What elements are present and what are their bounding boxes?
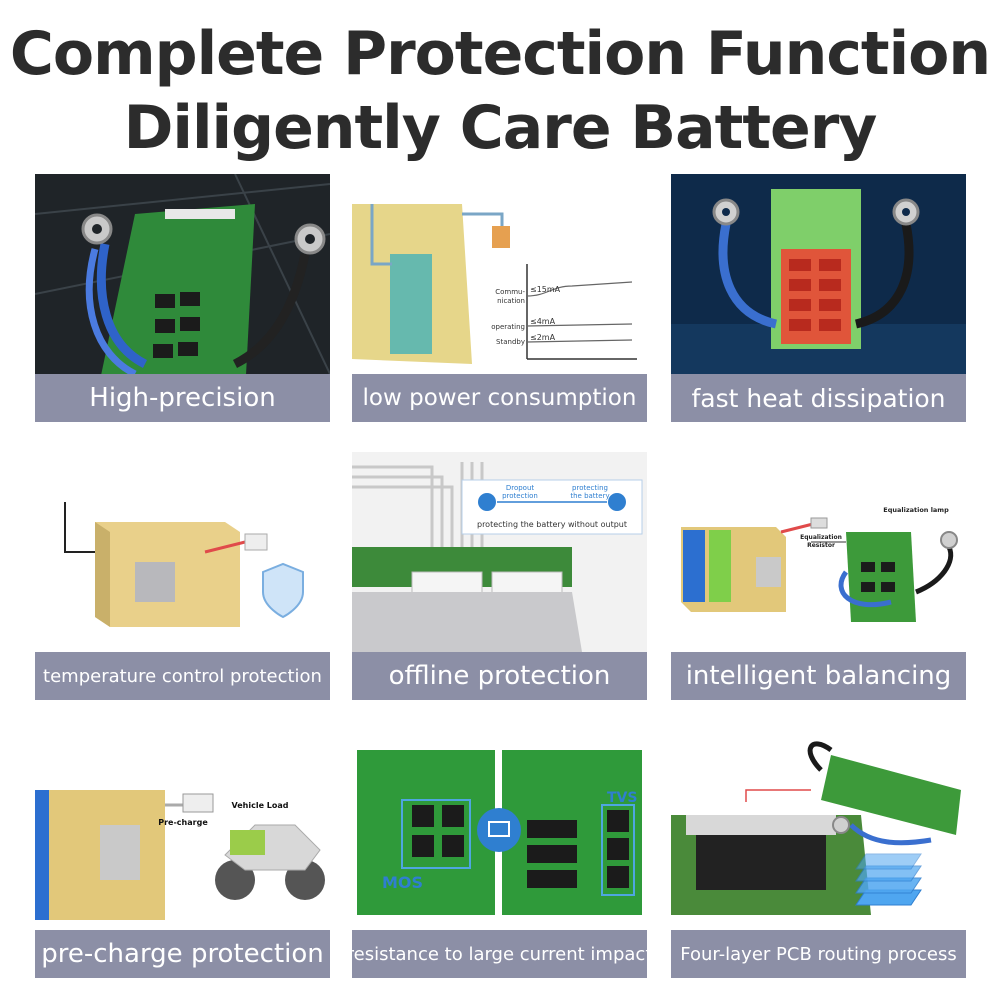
feature-tile-intelligent-balancing: Equalization lamp Equalization Resistor … bbox=[671, 452, 966, 700]
caption: High-precision bbox=[35, 374, 330, 422]
feature-tile-low-power: Commu- nication operating Standby ≤15mA … bbox=[352, 174, 647, 422]
svg-text:Resistor: Resistor bbox=[807, 542, 835, 549]
svg-text:Vehicle Load: Vehicle Load bbox=[231, 801, 288, 810]
svg-text:protecting the battery without: protecting the battery without output bbox=[477, 520, 627, 529]
caption: offline protection bbox=[352, 652, 647, 700]
feature-tile-high-precision: High-precision bbox=[35, 174, 330, 422]
feature-tile-current-impact: MOS TVS resistance to large current impa… bbox=[352, 730, 647, 978]
svg-text:Standby: Standby bbox=[496, 338, 525, 346]
caption: temperature control protection bbox=[35, 652, 330, 700]
svg-text:Dropout: Dropout bbox=[506, 484, 535, 492]
page-title-line-2: Diligently Care Battery bbox=[123, 93, 878, 163]
caption: fast heat dissipation bbox=[671, 374, 966, 422]
feature-tile-pre-charge: Pre-charge Vehicle Load pre-charge prote… bbox=[35, 730, 330, 978]
page-title-line-1: Complete Protection Function bbox=[9, 19, 991, 89]
svg-text:TVS: TVS bbox=[607, 790, 637, 806]
svg-text:MOS: MOS bbox=[382, 873, 423, 892]
caption: low power consumption bbox=[352, 374, 647, 422]
caption: Four-layer PCB routing process bbox=[671, 930, 966, 978]
svg-text:≤15mA: ≤15mA bbox=[530, 285, 561, 294]
svg-text:nication: nication bbox=[497, 297, 525, 305]
svg-text:Equalization lamp: Equalization lamp bbox=[883, 506, 949, 514]
svg-text:Commu-: Commu- bbox=[495, 288, 525, 296]
svg-text:protection: protection bbox=[502, 492, 538, 500]
feature-tile-offline-protection: Dropout protection protecting the batter… bbox=[352, 452, 647, 700]
svg-text:protecting: protecting bbox=[572, 484, 608, 492]
svg-text:Pre-charge: Pre-charge bbox=[158, 818, 208, 827]
feature-tile-temperature-control: temperature control protection bbox=[35, 452, 330, 700]
svg-text:≤4mA: ≤4mA bbox=[530, 317, 556, 326]
feature-tile-heat-dissipation: fast heat dissipation bbox=[671, 174, 966, 422]
svg-text:Equalization: Equalization bbox=[800, 534, 842, 541]
caption: intelligent balancing bbox=[671, 652, 966, 700]
svg-text:the battery: the battery bbox=[570, 492, 609, 500]
svg-text:operating: operating bbox=[491, 323, 525, 331]
feature-tile-four-layer-pcb: Four-layer PCB routing process bbox=[671, 730, 966, 978]
caption: resistance to large current impact bbox=[352, 930, 647, 978]
caption: pre-charge protection bbox=[35, 930, 330, 978]
svg-text:≤2mA: ≤2mA bbox=[530, 333, 556, 342]
